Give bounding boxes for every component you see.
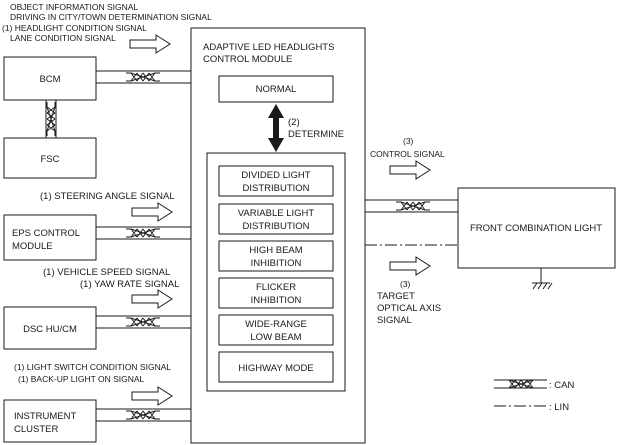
legend-lin: : LIN bbox=[494, 402, 569, 413]
fsc-label: FSC bbox=[41, 154, 60, 165]
cluster-label-line1: INSTRUMENT bbox=[14, 411, 76, 422]
front-combination-light-label: FRONT COMBINATION LIGHT bbox=[470, 223, 602, 234]
target-signal-arrow bbox=[389, 256, 431, 276]
module-title-line1: ADAPTIVE LED HEADLIGHTS bbox=[203, 42, 334, 53]
target-label-line1: TARGET bbox=[377, 291, 415, 302]
function-label: DIVIDED LIGHT bbox=[241, 170, 310, 181]
function-highway-mode bbox=[218, 351, 334, 383]
dsc-signal-arrow bbox=[131, 289, 173, 309]
function-label: HIGH BEAM bbox=[249, 245, 302, 256]
bcm-box bbox=[3, 56, 97, 101]
instrument-cluster-box bbox=[3, 399, 97, 443]
target-label-line2: OPTICAL AXIS bbox=[377, 303, 441, 314]
light-switch-signal: (1) LIGHT SWITCH CONDITION SIGNAL bbox=[14, 362, 171, 372]
control-signal-arrow bbox=[389, 160, 431, 180]
city-town-signal: DRIVING IN CITY/TOWN DETERMINATION SIGNA… bbox=[10, 12, 212, 22]
can-twist-symbol bbox=[46, 101, 56, 137]
legend-can: : CAN bbox=[494, 379, 574, 391]
determine-label: DETERMINE bbox=[288, 129, 344, 140]
normal-label: NORMAL bbox=[256, 84, 297, 95]
function-label: LOW BEAM bbox=[250, 332, 301, 343]
function-label: FLICKER bbox=[256, 282, 296, 293]
target-label-line3: SIGNAL bbox=[377, 315, 412, 326]
module-title-line2: CONTROL MODULE bbox=[203, 54, 292, 65]
function-label: INHIBITION bbox=[251, 258, 302, 269]
can-twist-symbol bbox=[395, 201, 431, 211]
function-label: WIDE-RANGE bbox=[245, 319, 307, 330]
determine-num: (2) bbox=[288, 117, 300, 128]
control-signal-num: (3) bbox=[403, 136, 414, 146]
eps-label-line2: MODULE bbox=[12, 241, 53, 252]
legend-lin-label: : LIN bbox=[549, 402, 569, 413]
can-twist-symbol bbox=[125, 228, 161, 238]
lane-condition-signal: LANE CONDITION SIGNAL bbox=[10, 33, 116, 43]
cluster-signal-arrow bbox=[131, 386, 173, 406]
function-wide-range-low-beam bbox=[218, 314, 334, 346]
dsc-box bbox=[3, 306, 97, 350]
bcm-label: BCM bbox=[39, 74, 60, 85]
can-twist-symbol bbox=[125, 72, 161, 82]
function-label: HIGHWAY MODE bbox=[238, 363, 313, 374]
function-label: DISTRIBUTION bbox=[242, 221, 309, 232]
function-label: VARIABLE LIGHT bbox=[238, 208, 315, 219]
headlight-condition-signal: (1) HEADLIGHT CONDITION SIGNAL bbox=[2, 23, 147, 33]
target-num: (3) bbox=[400, 279, 411, 289]
object-info-signal: OBJECT INFORMATION SIGNAL bbox=[10, 2, 138, 12]
function-label: DISTRIBUTION bbox=[242, 183, 309, 194]
vehicle-speed-signal: (1) VEHICLE SPEED SIGNAL bbox=[43, 267, 170, 278]
eps-signal-arrow bbox=[131, 202, 173, 222]
fsc-box bbox=[3, 137, 97, 179]
determine-arrow-icon bbox=[268, 104, 284, 152]
function-flicker-inhibition bbox=[218, 277, 334, 309]
cluster-label-line2: CLUSTER bbox=[14, 424, 58, 435]
normal-box bbox=[218, 75, 334, 103]
front-combination-light-box bbox=[457, 187, 616, 269]
yaw-rate-signal: (1) YAW RATE SIGNAL bbox=[80, 279, 179, 290]
dsc-label: DSC HU/CM bbox=[23, 324, 77, 335]
function-label: INHIBITION bbox=[251, 295, 302, 306]
eps-box bbox=[3, 214, 97, 261]
function-divided-light bbox=[218, 165, 334, 197]
backup-light-signal: (1) BACK-UP LIGHT ON SIGNAL bbox=[18, 374, 145, 384]
eps-label-line1: EPS CONTROL bbox=[12, 228, 80, 239]
function-variable-light bbox=[218, 203, 334, 235]
ground-icon bbox=[532, 268, 553, 290]
can-twist-symbol bbox=[125, 410, 161, 420]
control-signal-label: CONTROL SIGNAL bbox=[370, 149, 445, 159]
legend-can-label: : CAN bbox=[549, 380, 574, 391]
steering-angle-signal: (1) STEERING ANGLE SIGNAL bbox=[40, 191, 175, 202]
can-twist-symbol bbox=[125, 317, 161, 327]
function-high-beam-inhibition bbox=[218, 240, 334, 272]
top-signal-arrow bbox=[129, 34, 171, 54]
